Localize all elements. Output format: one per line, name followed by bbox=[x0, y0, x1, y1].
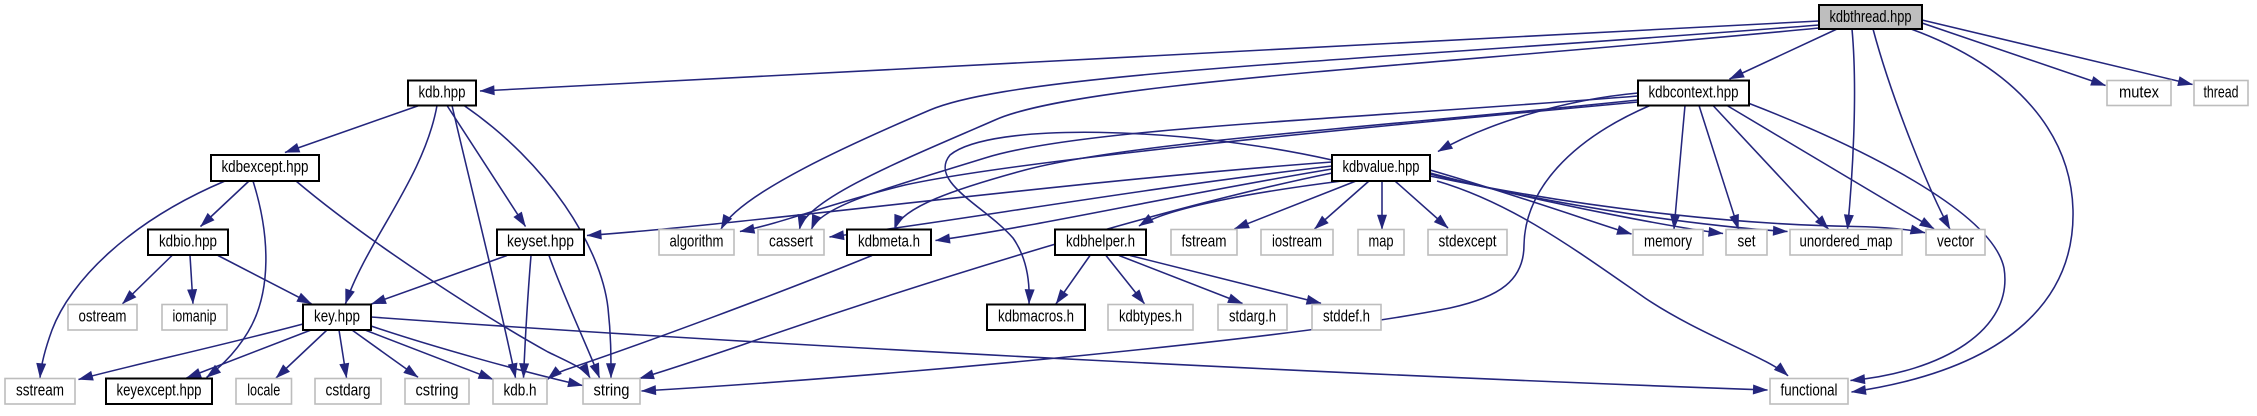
svg-text:vector: vector bbox=[1937, 233, 1974, 251]
svg-text:cstring: cstring bbox=[416, 382, 459, 400]
svg-text:keyset.hpp: keyset.hpp bbox=[507, 233, 574, 251]
svg-text:keyexcept.hpp: keyexcept.hpp bbox=[117, 382, 202, 400]
svg-text:string: string bbox=[594, 382, 630, 400]
svg-text:kdbmacros.h: kdbmacros.h bbox=[998, 308, 1074, 326]
svg-text:fstream: fstream bbox=[1182, 233, 1227, 251]
svg-text:kdbhelper.h: kdbhelper.h bbox=[1066, 233, 1135, 251]
svg-text:kdbmeta.h: kdbmeta.h bbox=[858, 233, 920, 251]
svg-text:kdb.hpp: kdb.hpp bbox=[419, 84, 466, 102]
svg-text:sstream: sstream bbox=[16, 382, 64, 400]
svg-text:kdbvalue.hpp: kdbvalue.hpp bbox=[1343, 158, 1420, 176]
svg-text:iostream: iostream bbox=[1272, 233, 1322, 251]
svg-text:cassert: cassert bbox=[769, 233, 813, 251]
svg-text:stddef.h: stddef.h bbox=[1323, 308, 1370, 326]
svg-text:kdbthread.hpp: kdbthread.hpp bbox=[1830, 8, 1912, 26]
svg-text:locale: locale bbox=[247, 382, 280, 400]
svg-text:ostream: ostream bbox=[79, 308, 127, 326]
svg-text:map: map bbox=[1369, 233, 1394, 251]
svg-text:kdbcontext.hpp: kdbcontext.hpp bbox=[1649, 84, 1739, 102]
svg-text:thread: thread bbox=[2204, 84, 2239, 102]
svg-text:algorithm: algorithm bbox=[670, 233, 724, 251]
svg-text:functional: functional bbox=[1781, 382, 1838, 400]
svg-text:iomanip: iomanip bbox=[173, 308, 217, 326]
svg-text:set: set bbox=[1738, 233, 1756, 251]
svg-text:kdbio.hpp: kdbio.hpp bbox=[159, 233, 217, 251]
svg-text:kdbtypes.h: kdbtypes.h bbox=[1119, 308, 1182, 326]
svg-text:unordered_map: unordered_map bbox=[1800, 233, 1893, 251]
svg-text:cstdarg: cstdarg bbox=[326, 382, 371, 400]
svg-text:stdarg.h: stdarg.h bbox=[1229, 308, 1276, 326]
svg-text:kdb.h: kdb.h bbox=[504, 382, 537, 400]
svg-text:memory: memory bbox=[1644, 233, 1693, 251]
svg-text:kdbexcept.hpp: kdbexcept.hpp bbox=[222, 158, 309, 176]
svg-text:stdexcept: stdexcept bbox=[1439, 233, 1497, 251]
svg-text:key.hpp: key.hpp bbox=[314, 308, 360, 326]
svg-text:mutex: mutex bbox=[2119, 84, 2160, 102]
